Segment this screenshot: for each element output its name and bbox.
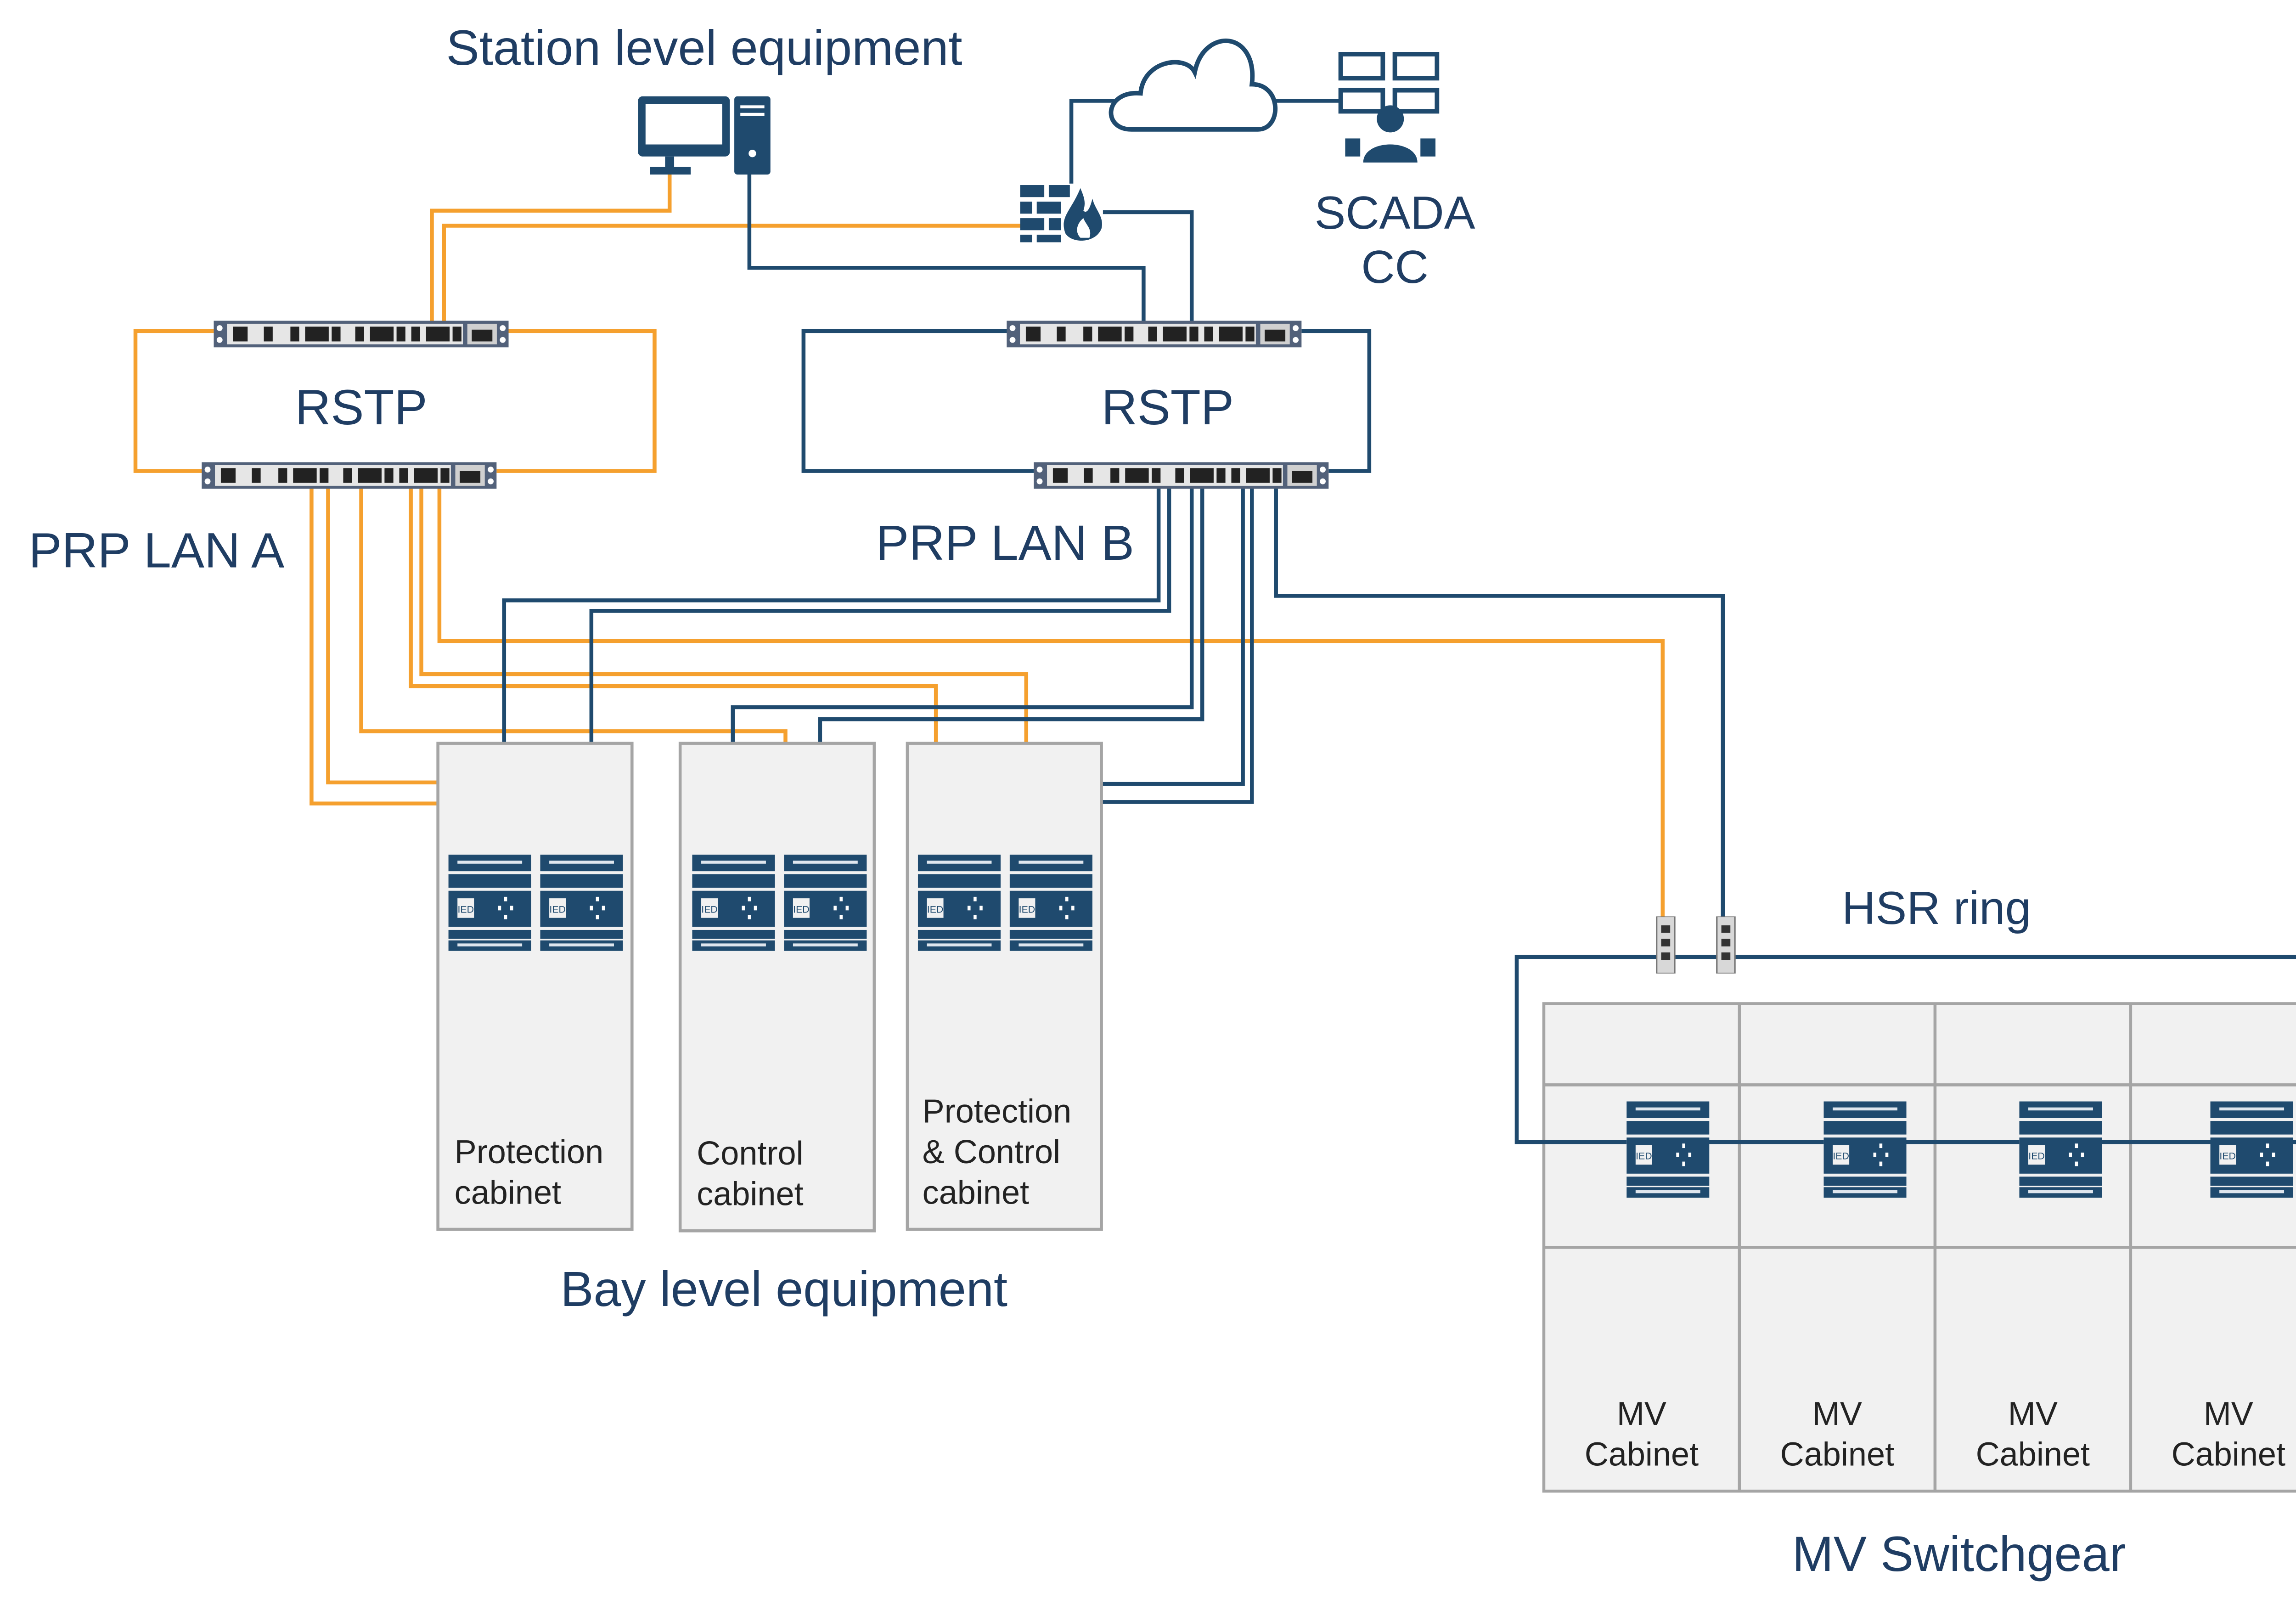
scada-label: SCADA: [1315, 186, 1475, 239]
firewall-icon: [1020, 185, 1102, 242]
monitor-icon: [638, 96, 730, 175]
ied-label: IED: [793, 904, 809, 915]
ied-label: IED: [2219, 1151, 2235, 1162]
ied-label: IED: [1833, 1151, 1849, 1162]
prp-lan-a-label: PRP LAN A: [28, 522, 284, 578]
mv-cabinet-labels: MV Cabinet MV Cabinet MV Cabinet MV Cabi…: [1585, 1396, 2285, 1473]
hsr-redbox: [1716, 916, 1736, 974]
hsr-ring-cable: [1514, 955, 2296, 1144]
ied-label: IED: [1636, 1151, 1652, 1162]
ied-device: [540, 855, 623, 951]
ied-device: [448, 855, 531, 951]
ied-device: [784, 855, 867, 951]
ied-device: [2210, 1101, 2293, 1198]
mv-switchgear: [1542, 1002, 2296, 1493]
mv-cabinet-label: MV: [1617, 1396, 1666, 1432]
bay-cabinet-labels: Protection cabinet Control cabinet Prote…: [455, 1093, 1072, 1212]
control-cabinet: [678, 742, 876, 1233]
station-level-label: Station level equipment: [446, 20, 962, 75]
rstp-a-label: RSTP: [295, 379, 427, 435]
cabinet-label: & Control: [923, 1134, 1060, 1171]
mv-cabinet-label: Cabinet: [1780, 1436, 1894, 1473]
mv-cabinet-label: Cabinet: [1585, 1436, 1699, 1473]
ied-device: [1823, 1101, 1907, 1198]
cabinet-label: cabinet: [697, 1176, 803, 1213]
mv-cabinet-label: MV: [1812, 1396, 1862, 1432]
prp-lan-b-label: PRP LAN B: [876, 515, 1134, 570]
rstp-switch-a-top: [214, 321, 509, 348]
mv-cabinet-label: Cabinet: [2172, 1436, 2285, 1473]
cabinet-label: Control: [697, 1135, 803, 1172]
ied-labels: IED IED IED IED IED IED IED IED IED IED: [457, 904, 2235, 1161]
rstp-b-label: RSTP: [1102, 379, 1234, 435]
mv-cabinet-label: MV: [2204, 1396, 2253, 1432]
ied-label: IED: [1019, 904, 1035, 915]
ied-device: [1009, 855, 1092, 951]
rstp-switch-a-bottom: [202, 462, 497, 489]
ied-device: [917, 855, 1001, 951]
cabinet-label: Protection: [455, 1134, 604, 1171]
mv-cabinet-label: Cabinet: [1976, 1436, 2090, 1473]
ied-device: [2019, 1101, 2102, 1198]
cabinet-label: cabinet: [455, 1174, 561, 1211]
mv-switchgear-label: MV Switchgear: [1792, 1526, 2126, 1582]
scada-operator-icon: [1338, 52, 1440, 163]
protection-cabinet: [436, 742, 634, 1231]
server-tower-icon: [734, 96, 771, 175]
ied-device: [692, 855, 775, 951]
bay-level-label: Bay level equipment: [560, 1261, 1007, 1317]
rstp-switch-b-top: [1007, 321, 1302, 348]
protection-control-cabinet: [906, 742, 1103, 1231]
ied-device: [1626, 1101, 1710, 1198]
ied-label: IED: [2028, 1151, 2044, 1162]
ied-label: IED: [457, 904, 473, 915]
ied-label: IED: [549, 904, 565, 915]
ied-label: IED: [701, 904, 717, 915]
hsr-redbox: [1656, 916, 1676, 974]
cloud-icon: [1109, 38, 1278, 132]
rstp-switch-b-bottom: [1034, 462, 1329, 489]
hsr-ring-label: HSR ring: [1842, 882, 2031, 934]
cabinet-label: Protection: [923, 1093, 1072, 1130]
mv-cabinet-label: MV: [2008, 1396, 2058, 1432]
ied-label: IED: [927, 904, 943, 915]
cabinet-label: cabinet: [923, 1174, 1029, 1211]
cc-label: CC: [1361, 241, 1429, 293]
